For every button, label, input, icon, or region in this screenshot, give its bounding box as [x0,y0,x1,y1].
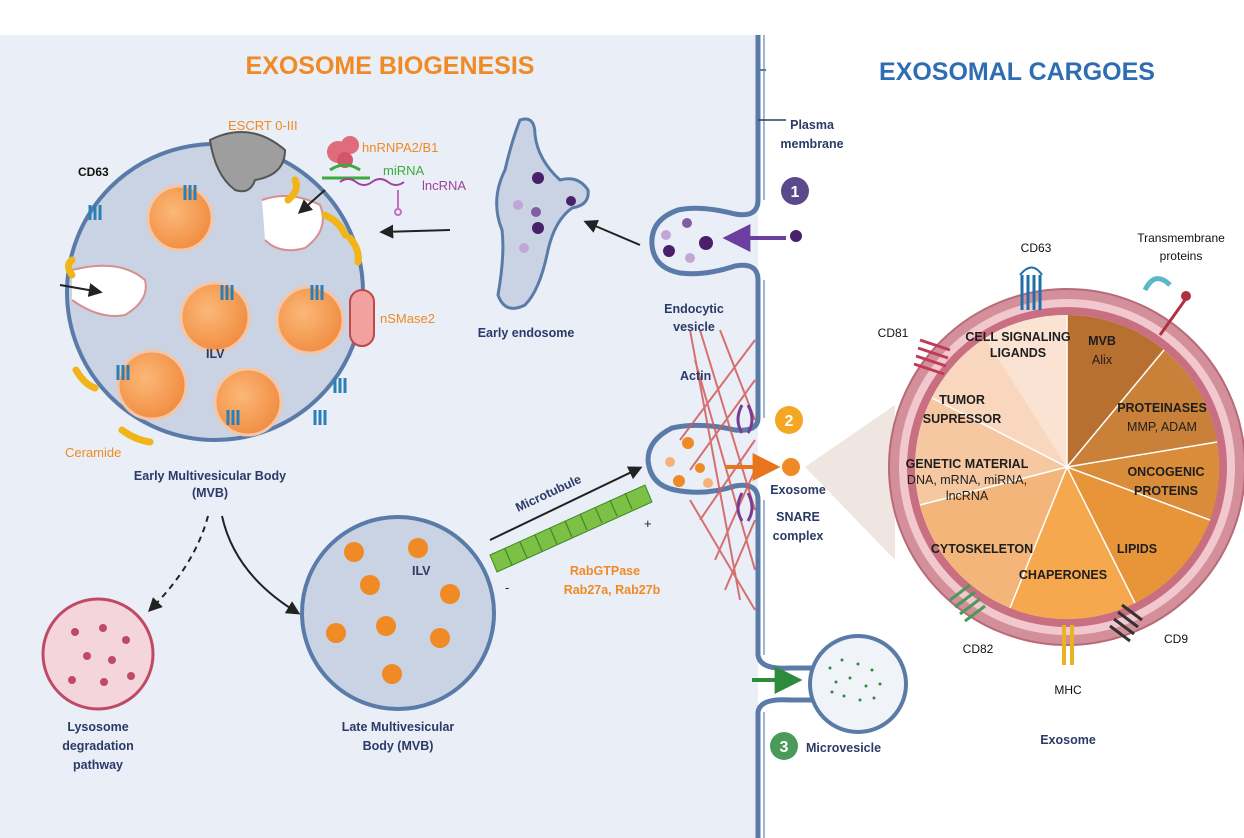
pie-cytoskeleton: CYTOSKELETON [931,542,1033,556]
microvesicle [808,634,908,734]
escrt-label: ESCRT 0-III [228,118,298,133]
pie-mvb-2: Alix [1092,353,1113,367]
step-2-marker [775,406,803,434]
cell-interior [0,35,758,838]
ceramide-label: Ceramide [65,445,121,460]
early-endosome [495,117,590,310]
endocytic-label-1: Endocytic [664,302,724,316]
late-mvb-label-2: Body (MVB) [363,739,434,753]
minus-end-label: - [505,580,509,595]
cd63-left-label: CD63 [78,165,109,179]
endocytic-label-2: vesicle [673,320,715,334]
nsmase-label: nSMase2 [380,311,435,326]
exosome-caption: Exosome [1040,733,1096,747]
lysosome-label-1: Lysosome [67,720,128,734]
step-3-label: 3 [780,739,789,756]
pie-chaperones: CHAPERONES [1019,568,1107,582]
ilv-late-label: ILV [412,564,431,578]
transmembrane-label-2: proteins [1160,249,1203,263]
late-mvb [300,515,496,711]
rabgtpase-label-1: RabGTPase [570,564,640,578]
hnrnpa-label: hnRNPA2/B1 [362,140,438,155]
snare-label-1: SNARE [776,510,820,524]
mhc-glyph [1062,625,1074,665]
rna-cluster [322,136,405,216]
pie-genetic-2: DNA, mRNA, miRNA, [907,473,1027,487]
actin-label: Actin [680,369,711,383]
pie-signal-2: LIGANDS [990,346,1046,360]
actin-filaments [679,329,756,611]
lysosome [41,597,155,711]
step-2-label: 2 [785,413,794,430]
step-1-marker [781,177,809,205]
exosome-cargo-pie [888,288,1244,646]
late-mvb-label-1: Late Multivesicular [342,720,455,734]
plasma-membrane-label-2: membrane [780,137,843,151]
step-1-label: 1 [791,184,800,201]
ilv-early-label: ILV [206,347,225,361]
rabgtpase-label-2: Rab27a, Rab27b [564,583,661,597]
microvesicle-label: Microvesicle [806,741,881,755]
lysosome-label-2: degradation [62,739,134,753]
pie-tumor-1: TUMOR [939,393,985,407]
cd82-label: CD82 [963,642,994,656]
cd63-right-label: CD63 [1021,241,1052,255]
microtubule [489,466,653,573]
biogenesis-title: EXOSOME BIOGENESIS [246,52,535,80]
mhc-label: MHC [1054,683,1082,697]
cd81-label: CD81 [878,326,909,340]
pie-proteinases-2: MMP, ADAM [1127,420,1197,434]
pie-lipids: LIPIDS [1117,542,1157,556]
zoom-wedge [805,405,895,560]
step-3-marker [770,732,798,760]
plus-end-label: + [644,516,652,531]
transmembrane-glyph [1142,276,1191,336]
cd9-glyph [1109,603,1143,643]
transmembrane-label-1: Transmembrane [1137,231,1225,245]
mirna-label: miRNA [383,163,424,178]
lncrna-label: lncRNA [422,178,466,193]
cd63-glyph [1019,266,1043,310]
cd81-glyph [913,338,951,376]
lysosome-label-3: pathway [73,758,123,772]
pie-genetic-1: GENETIC MATERIAL [906,457,1029,471]
pie-genetic-3: lncRNA [946,489,989,503]
exosome-release-label: Exosome [770,483,826,497]
early-mvb [65,131,375,446]
early-mvb-label-1: Early Multivesicular Body [134,469,286,483]
plasma-membrane-label-1: Plasma [790,118,835,132]
early-mvb-label-2: (MVB) [192,486,228,500]
snare-label-2: complex [773,529,824,543]
pie-oncogenic-2: PROTEINS [1134,484,1198,498]
cd9-label: CD9 [1164,632,1188,646]
cargoes-title: EXOSOMAL CARGOES [879,58,1155,86]
pie-tumor-2: SUPRESSOR [923,412,1002,426]
pie-mvb-1: MVB [1088,334,1116,348]
pie-oncogenic-1: ONCOGENIC [1127,465,1204,479]
early-endosome-label: Early endosome [478,326,575,340]
pie-signal-1: CELL SIGNALING [965,330,1070,344]
cd82-glyph [949,583,986,623]
pie-proteinases-1: PROTEINASES [1117,401,1207,415]
